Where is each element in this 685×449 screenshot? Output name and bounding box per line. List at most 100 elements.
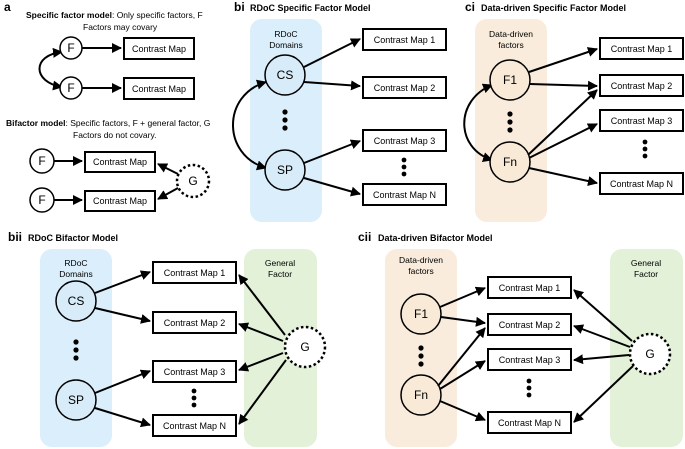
bi-contrast-label-n: Contrast Map N bbox=[373, 190, 436, 200]
cii-node-ellipsis-dot-3 bbox=[418, 361, 424, 367]
panel-a: a Specific factor model: Only specific f… bbox=[4, 0, 211, 213]
panel-a-label: a bbox=[4, 0, 11, 14]
cii-contrast-label-n: Contrast Map N bbox=[498, 418, 561, 428]
specific-model-contrast-box-1 bbox=[123, 37, 195, 60]
bii-general-node bbox=[283, 325, 327, 369]
rdoc-band-line-1: RDoC bbox=[274, 29, 297, 39]
bi-box-ellipsis-dot-3 bbox=[401, 171, 407, 177]
ci-node-fn-label: Fn bbox=[503, 155, 517, 169]
bii-arrow-g-map2 bbox=[238, 322, 284, 342]
bi-box-ellipsis-dot-1 bbox=[401, 157, 407, 163]
panel-cii: cii Data-driven Bifactor Model Data-driv… bbox=[358, 230, 683, 447]
bii-arrow-g-map3 bbox=[238, 352, 284, 372]
ci-node-fn bbox=[489, 141, 531, 183]
panel-ci: ci Data-driven Specific Factor Model Dat… bbox=[463, 0, 684, 222]
bii-general-band bbox=[244, 249, 317, 447]
bi-contrast-label-3: Contrast Map 3 bbox=[374, 136, 436, 146]
specific-model-contrast-label-1: Contrast Map bbox=[132, 44, 186, 54]
bii-box-ellipsis-dot-3 bbox=[191, 402, 197, 408]
ci-contrast-box-3 bbox=[599, 109, 684, 132]
cii-arrow-fn-map3 bbox=[439, 360, 486, 390]
specific-model-contrast-label-2: Contrast Map bbox=[132, 84, 186, 94]
bifactor-model-title: Bifactor model bbox=[6, 118, 66, 128]
specific-model-factor-label-1: F bbox=[67, 41, 74, 55]
bi-contrast-label-2: Contrast Map 2 bbox=[374, 83, 436, 93]
bii-node-cs-label: CS bbox=[68, 294, 85, 308]
bii-band-line-1: RDoC bbox=[64, 258, 87, 268]
cii-node-f1 bbox=[400, 293, 442, 335]
cii-box-ellipsis-dot-3 bbox=[526, 392, 532, 398]
bi-node-ellipsis-dot-2 bbox=[282, 117, 288, 123]
bifactor-model-contrast-label-1: Contrast Map bbox=[93, 157, 147, 167]
bi-contrast-box-n bbox=[362, 183, 447, 206]
bii-general-line-1: General bbox=[265, 258, 295, 268]
panel-bi-label: bi bbox=[234, 0, 245, 14]
bii-contrast-label-1: Contrast Map 1 bbox=[164, 268, 226, 278]
bii-node-ellipsis-dot-2 bbox=[73, 347, 79, 353]
cii-general-line-2: Factor bbox=[634, 269, 658, 279]
cii-general-label: G bbox=[645, 347, 654, 361]
panel-bi-title: RDoC Specific Factor Model bbox=[250, 3, 371, 13]
panel-bii: bii RDoC Bifactor Model RDoC Domains Gen… bbox=[8, 230, 327, 447]
cii-contrast-label-2: Contrast Map 2 bbox=[499, 320, 561, 330]
bi-node-cs-label: CS bbox=[277, 68, 294, 82]
bifactor-model-general-arrow-1 bbox=[157, 163, 179, 175]
bifactor-model-general-label: G bbox=[188, 174, 197, 188]
ci-contrast-box-2 bbox=[599, 74, 684, 97]
specific-model-factor-label-2: F bbox=[67, 81, 74, 95]
cii-box-ellipsis-dot-2 bbox=[526, 385, 532, 391]
bi-arrow-sp-map3 bbox=[303, 139, 361, 164]
panel-bi: bi RDoC Specific Factor Model RDoC Domai… bbox=[232, 0, 447, 222]
cii-contrast-label-3: Contrast Map 3 bbox=[499, 355, 561, 365]
bii-arrow-cs-map2 bbox=[94, 307, 151, 324]
bi-arrow-cs-map1 bbox=[303, 38, 361, 68]
cii-general-line-1: General bbox=[631, 258, 661, 268]
ci-node-f1-label: F1 bbox=[503, 73, 517, 87]
bi-node-sp bbox=[264, 149, 306, 191]
cii-contrast-box-n bbox=[487, 411, 572, 434]
bifactor-model-desc-1: : Specific factors, F + general factor, … bbox=[66, 118, 211, 128]
cii-arrow-g-map1 bbox=[573, 289, 633, 342]
cii-node-fn-label: Fn bbox=[414, 388, 428, 402]
bii-arrow-g-mapn bbox=[238, 359, 287, 425]
bi-box-ellipsis-dot-2 bbox=[401, 164, 407, 170]
bii-general-line-2: Factor bbox=[268, 269, 292, 279]
bi-contrast-box-1 bbox=[362, 28, 447, 51]
panel-bii-label: bii bbox=[8, 230, 22, 244]
ci-arrow-fn-mapn bbox=[528, 167, 598, 186]
cii-band-line-1: Data-driven bbox=[399, 255, 443, 265]
specific-model-title: Specific factor model bbox=[26, 10, 112, 20]
bi-contrast-label-1: Contrast Map 1 bbox=[374, 35, 436, 45]
bi-node-sp-label: SP bbox=[277, 163, 293, 177]
panel-ci-title: Data-driven Specific Factor Model bbox=[481, 3, 626, 13]
ci-node-ellipsis-dot-2 bbox=[507, 119, 513, 125]
cii-arrow-g-map2 bbox=[573, 324, 631, 348]
bii-box-ellipsis-dot-1 bbox=[191, 388, 197, 394]
ci-arrow-f1-map1 bbox=[528, 47, 598, 73]
bii-contrast-box-1 bbox=[152, 261, 237, 284]
bii-contrast-box-3 bbox=[152, 360, 237, 383]
ci-node-ellipsis-dot-3 bbox=[507, 127, 513, 133]
ci-arrow-fn-map2 bbox=[527, 89, 598, 156]
panel-cii-title: Data-driven Bifactor Model bbox=[378, 233, 493, 243]
ci-contrast-label-3: Contrast Map 3 bbox=[611, 116, 673, 126]
specific-model-desc-1: : Only specific factors, F bbox=[112, 10, 203, 20]
cii-arrow-fn-mapn bbox=[439, 400, 486, 422]
cii-arrow-f1-map2 bbox=[440, 316, 486, 327]
ci-contrast-label-n: Contrast Map N bbox=[610, 179, 673, 189]
specific-model-contrast-box-2 bbox=[123, 77, 195, 100]
cii-arrow-g-map3 bbox=[573, 354, 630, 365]
bi-arrow-cs-map2 bbox=[303, 80, 361, 91]
bi-node-ellipsis-dot-1 bbox=[282, 109, 288, 115]
cii-contrast-box-1 bbox=[487, 276, 572, 299]
bifactor-model-contrast-box-2 bbox=[84, 190, 156, 212]
ci-node-ellipsis-dot-1 bbox=[507, 111, 513, 117]
bii-contrast-box-n bbox=[152, 414, 237, 437]
bifactor-model-contrast-label-2: Contrast Map bbox=[93, 196, 147, 206]
bii-arrow-sp-map3 bbox=[94, 369, 151, 394]
bii-contrast-label-2: Contrast Map 2 bbox=[164, 318, 226, 328]
ci-box-ellipsis-dot-3 bbox=[642, 153, 648, 159]
bi-node-cs bbox=[264, 54, 306, 96]
ci-band-line-1: Data-driven bbox=[489, 29, 533, 39]
cii-contrast-box-2 bbox=[487, 313, 572, 336]
